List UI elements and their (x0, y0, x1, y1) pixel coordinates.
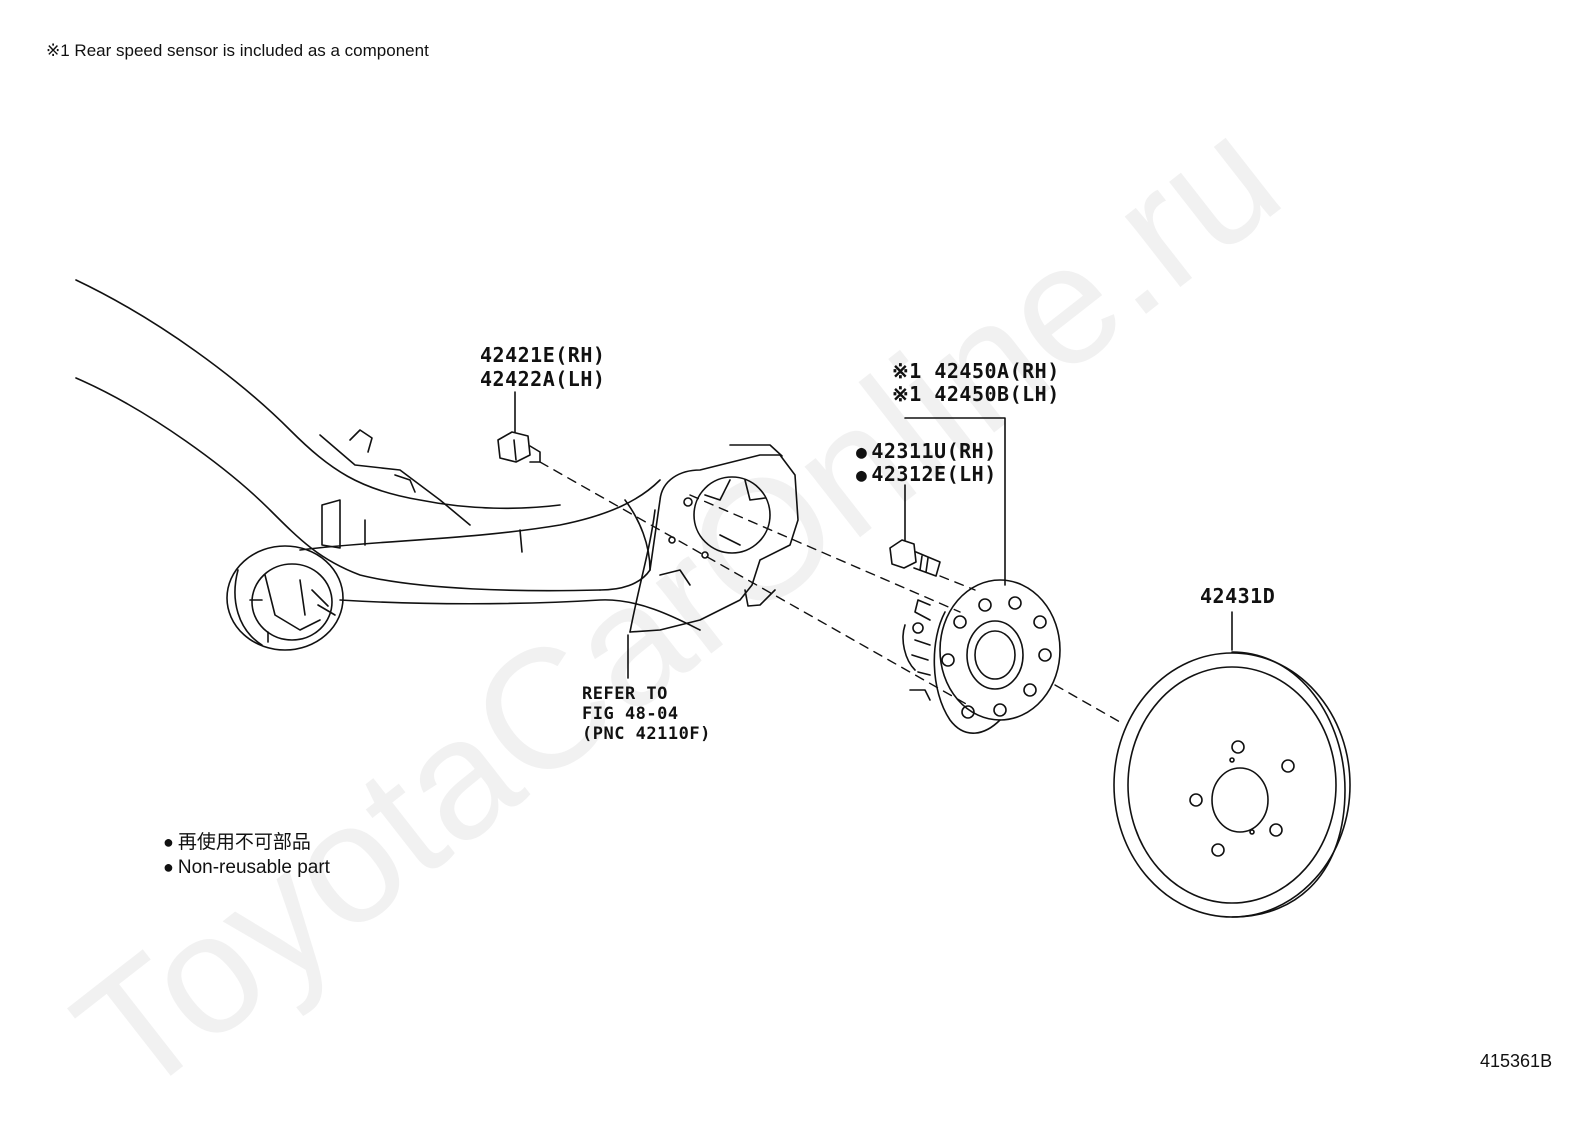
hub-bolt (889, 484, 941, 577)
legend-jp: ●再使用不可部品 (163, 832, 311, 853)
refer-line-3: (PNC 42110F) (582, 724, 711, 744)
non-reusable-icon: ● (856, 465, 868, 486)
part-number-bolt-lh: ●42312E(LH) (856, 462, 997, 486)
refer-line-2: FIG 48-04 (582, 704, 679, 724)
legend-en: ●Non-reusable part (163, 857, 330, 878)
part-number-hub-rh: ※1 42450A(RH) (892, 359, 1060, 383)
non-reusable-icon: ● (163, 832, 174, 852)
non-reusable-icon: ● (856, 442, 868, 463)
component-note: ※1 Rear speed sensor is included as a co… (46, 41, 429, 60)
part-number-nut-rh: 42421E(RH) (480, 343, 606, 367)
axle-beam (75, 279, 799, 679)
refer-line-1: REFER TO (582, 684, 668, 704)
part-number-hub-lh: ※1 42450B(LH) (892, 382, 1060, 406)
part-number-bolt-rh: ●42311U(RH) (856, 439, 997, 463)
brake-drum (1113, 611, 1351, 918)
assembly-lines (539, 461, 1121, 723)
figure-id: 415361B (1480, 1051, 1553, 1071)
axle-nut (497, 391, 541, 463)
hub-bearing-assy (902, 417, 1061, 734)
part-number-nut-lh: 42422A(LH) (480, 367, 606, 391)
part-number-drum: 42431D (1200, 584, 1276, 608)
exploded-diagram (75, 279, 1351, 918)
non-reusable-icon: ● (163, 857, 174, 877)
